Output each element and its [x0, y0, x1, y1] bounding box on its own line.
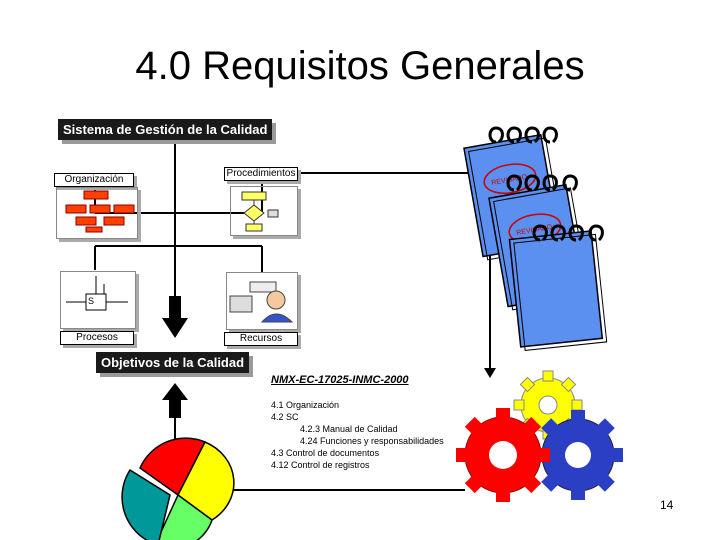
down-arrow [162, 296, 188, 338]
clause-item: 4.2.3 Manual de Calidad [300, 424, 398, 434]
pie-icon [121, 437, 235, 540]
up-arrow [162, 383, 188, 418]
resources-tile [226, 272, 298, 330]
resources-label: Recursos [224, 332, 298, 346]
clause-item: 4.1 Organización [271, 400, 340, 410]
processes-label: Procesos [60, 331, 134, 345]
flowchart-icon [241, 191, 279, 232]
down-arrow-right [484, 368, 496, 378]
procedures-label: Procedimientos [224, 167, 298, 181]
process-box-letter: S [88, 296, 95, 306]
resources-icon [229, 281, 294, 323]
system-label: Sistema de Gestión de la Calidad [58, 119, 273, 140]
clause-item: 4.2 SC [271, 412, 299, 422]
organization-tile [56, 187, 138, 239]
process-icon [66, 276, 128, 311]
clause-item: 4.24 Funciones y responsabilidades [300, 436, 444, 446]
procedures-tile [230, 186, 298, 236]
standard-title: NMX-EC-17025-INMC-2000 [271, 374, 409, 386]
objectives-label: Objetivos de la Calidad [96, 352, 250, 373]
page-number: 14 [660, 498, 674, 512]
gears-icon [456, 370, 623, 502]
notepad-icon: REVISADO REVISADO [463, 126, 608, 352]
organization-label: Organización [54, 173, 134, 187]
org-chart-icon [65, 190, 135, 233]
page-title: 4.0 Requisitos Generales [135, 44, 585, 88]
processes-tile [60, 271, 136, 329]
clause-item: 4.3 Control de documentos [271, 448, 380, 458]
clause-item: 4.12 Control de registros [271, 460, 370, 470]
